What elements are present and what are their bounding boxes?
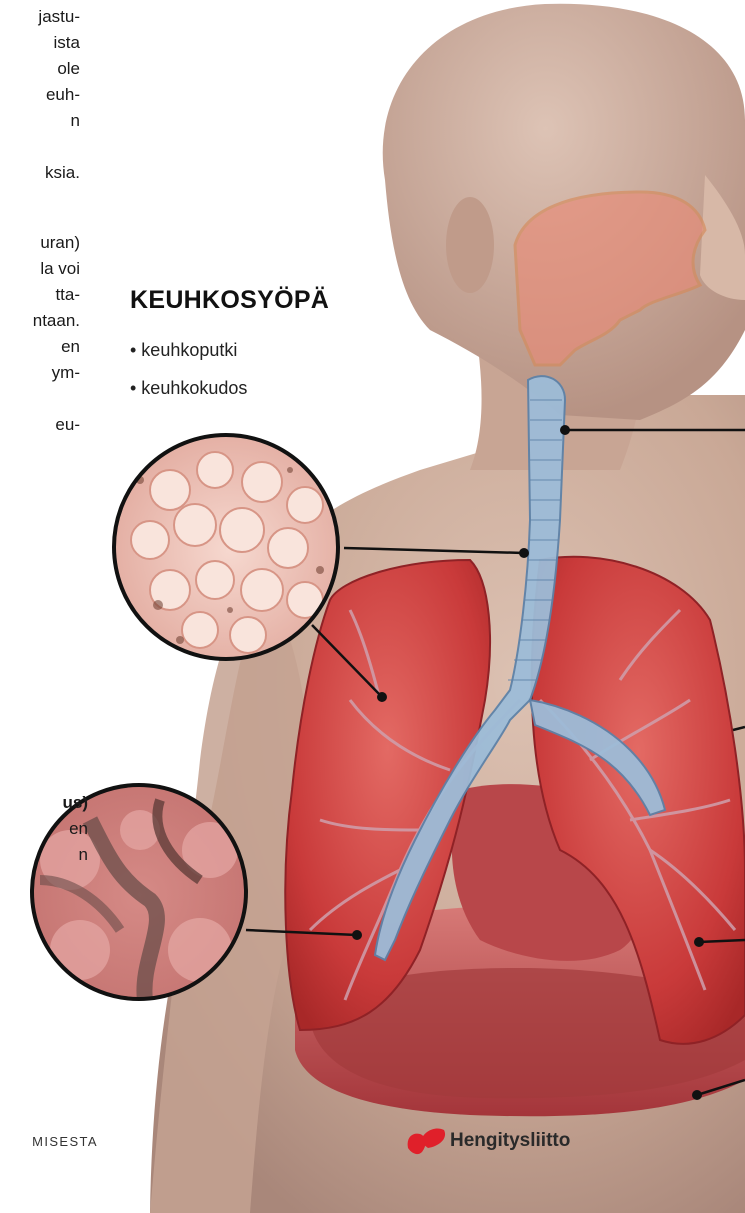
text-line: ntaan. xyxy=(0,308,80,334)
text-line xyxy=(0,134,80,160)
text-line: ym- xyxy=(0,360,80,386)
body-text-fragment-1: jastu- ista ole euh- n ksia. xyxy=(0,4,80,186)
body-text-fragment-2: uran) la voi tta- ntaan. en ym- eu- xyxy=(0,230,80,438)
footer-text-fragment: MISESTA xyxy=(0,1134,98,1149)
brand-name: Hengitysliitto xyxy=(450,1130,570,1152)
bullet-keuhkoputki: • keuhkoputki xyxy=(130,340,237,361)
text-line: eu- xyxy=(0,412,80,438)
text-line: us) xyxy=(0,790,88,816)
text-line: n xyxy=(0,842,88,868)
text-line: la voi xyxy=(0,256,80,282)
bullet-keuhkokudos: • keuhkokudos xyxy=(130,378,247,399)
ear xyxy=(446,197,494,293)
text-line: uran) xyxy=(0,230,80,256)
text-line: en xyxy=(0,334,80,360)
text-line: n xyxy=(0,108,80,134)
text-line: en xyxy=(0,816,88,842)
text-line: ole xyxy=(0,56,80,82)
text-line xyxy=(0,386,80,412)
text-line: tta- xyxy=(0,282,80,308)
brand-logo: Hengitysliitto xyxy=(406,1130,570,1152)
diagram-title: KEUHKOSYÖPÄ xyxy=(130,286,329,315)
text-line: ista xyxy=(0,30,80,56)
text-line: jastu- xyxy=(0,4,80,30)
text-line: ksia. xyxy=(0,160,80,186)
text-line: euh- xyxy=(0,82,80,108)
body-text-fragment-3: us) en n xyxy=(0,790,88,868)
